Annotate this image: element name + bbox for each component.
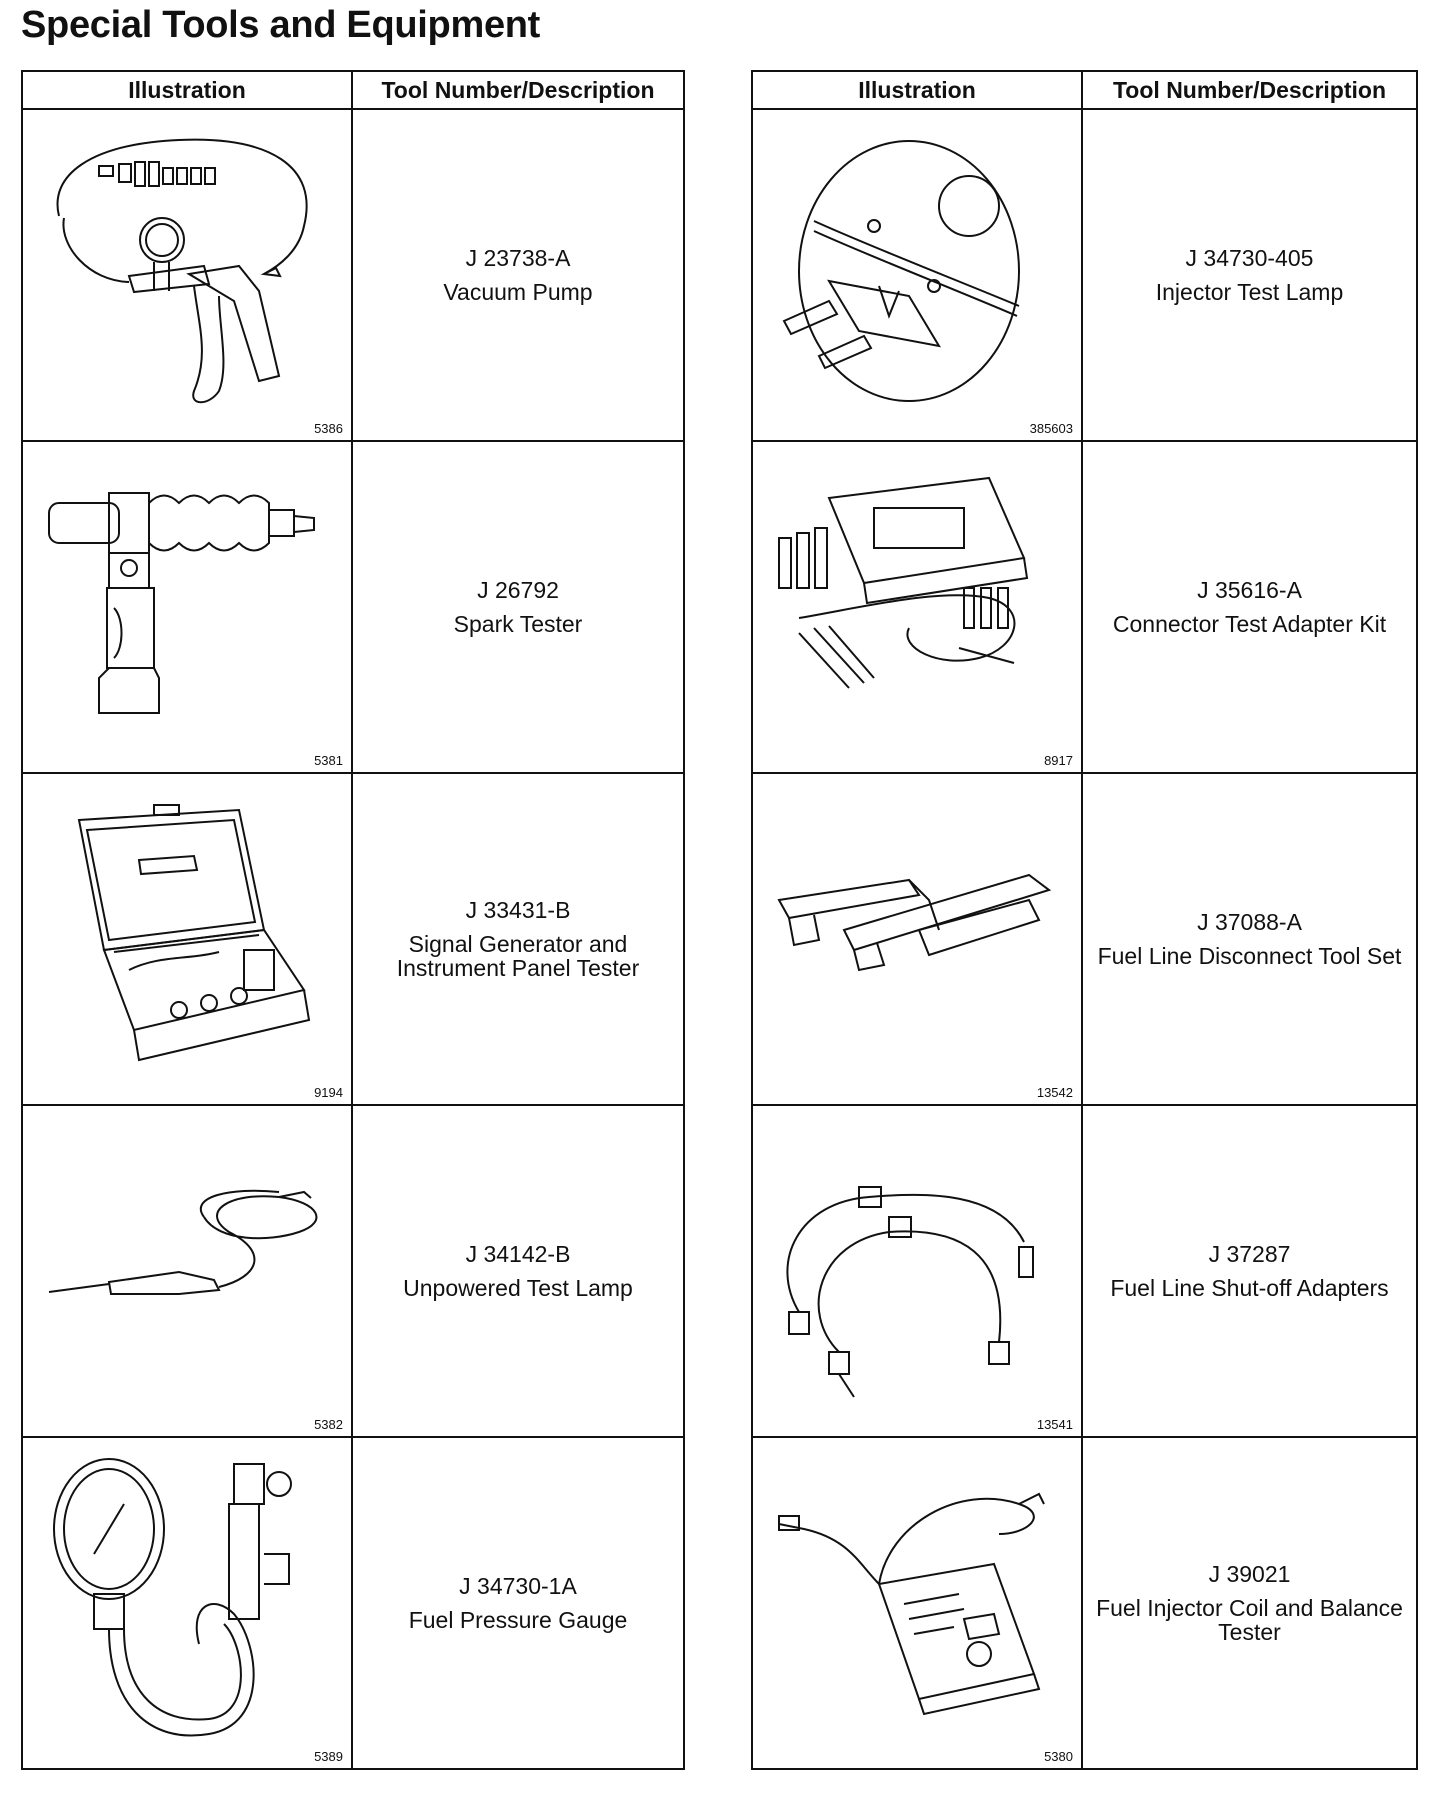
pressure-gauge-icon [29, 1444, 339, 1754]
tool-number: J 34142-B [465, 1241, 571, 1267]
vacuum-pump-icon [29, 116, 339, 426]
tool-number: J 26792 [477, 577, 559, 603]
figure-number: 5382 [314, 1417, 343, 1432]
tool-description-cell: J 34730-1A Fuel Pressure Gauge [351, 1436, 685, 1770]
tool-description-cell: J 39021 Fuel Injector Coil and Balance T… [1081, 1436, 1418, 1770]
table-header-row: Illustration Tool Number/Description [751, 70, 1418, 110]
figure-number: 5380 [1044, 1749, 1073, 1764]
tool-number: J 37088-A [1197, 909, 1302, 935]
shutoff-adapters-icon [759, 1112, 1069, 1422]
illustration-cell: 385603 [751, 108, 1083, 442]
tool-number: J 33431-B [465, 897, 571, 923]
table-row: 13542 J 37088-A Fuel Line Disconnect Too… [751, 772, 1418, 1106]
tool-name: Fuel Injector Coil and Balance Tester [1096, 1595, 1403, 1645]
table-row: 5386 J 23738-A Vacuum Pump [21, 108, 685, 442]
tool-name: Signal Generator and Instrument Panel Te… [396, 931, 640, 981]
tool-name: Spark Tester [453, 611, 583, 637]
coil-balance-tester-icon [759, 1444, 1069, 1754]
illustration-header: Illustration [751, 70, 1083, 110]
page-title: Special Tools and Equipment [21, 4, 541, 46]
table-row: 8917 J 35616-A Connector Test Adapter Ki… [751, 440, 1418, 774]
illustration-header: Illustration [21, 70, 353, 110]
left-tools-table: Illustration Tool Number/Description [21, 70, 685, 1770]
tool-number: J 37287 [1208, 1241, 1291, 1267]
tool-description-cell: J 34142-B Unpowered Test Lamp [351, 1104, 685, 1438]
tool-name: Vacuum Pump [443, 279, 593, 305]
right-tools-table: Illustration Tool Number/Description 385… [751, 70, 1418, 1770]
illustration-cell: 5382 [21, 1104, 353, 1438]
tool-description-cell: J 37088-A Fuel Line Disconnect Tool Set [1081, 772, 1418, 1106]
illustration-cell: 5380 [751, 1436, 1083, 1770]
tool-number: J 34730-405 [1185, 245, 1314, 271]
figure-number: 9194 [314, 1085, 343, 1100]
test-lamp-icon [29, 1112, 339, 1422]
table-row: 5381 J 26792 Spark Tester [21, 440, 685, 774]
tool-number: J 39021 [1208, 1561, 1291, 1587]
figure-number: 8917 [1044, 753, 1073, 768]
tool-name: Unpowered Test Lamp [403, 1275, 633, 1301]
illustration-cell: 13541 [751, 1104, 1083, 1438]
table-row: 5389 J 34730-1A Fuel Pressure Gauge [21, 1436, 685, 1770]
figure-number: 385603 [1029, 421, 1073, 436]
tool-description-cell: J 26792 Spark Tester [351, 440, 685, 774]
illustration-cell: 5389 [21, 1436, 353, 1770]
tool-number: J 34730-1A [459, 1573, 577, 1599]
tool-name: Connector Test Adapter Kit [1112, 611, 1387, 637]
illustration-cell: 13542 [751, 772, 1083, 1106]
tool-number: J 35616-A [1197, 577, 1302, 603]
disconnect-tool-icon [759, 780, 1069, 1090]
tool-description-cell: J 23738-A Vacuum Pump [351, 108, 685, 442]
figure-number: 5381 [314, 753, 343, 768]
tool-name: Fuel Line Disconnect Tool Set [1097, 943, 1402, 969]
tool-description-header: Tool Number/Description [351, 70, 685, 110]
illustration-cell: 8917 [751, 440, 1083, 774]
table-row: 5382 J 34142-B Unpowered Test Lamp [21, 1104, 685, 1438]
figure-number: 5386 [314, 421, 343, 436]
table-row: 9194 J 33431-B Signal Generator and Inst… [21, 772, 685, 1106]
tool-description-cell: J 37287 Fuel Line Shut-off Adapters [1081, 1104, 1418, 1438]
tool-description-cell: J 33431-B Signal Generator and Instrumen… [351, 772, 685, 1106]
table-row: 5380 J 39021 Fuel Injector Coil and Bala… [751, 1436, 1418, 1770]
figure-number: 13542 [1036, 1085, 1073, 1100]
signal-generator-icon [29, 780, 339, 1090]
tool-name: Injector Test Lamp [1155, 279, 1344, 305]
tool-description-header: Tool Number/Description [1081, 70, 1418, 110]
figure-number: 13541 [1036, 1417, 1073, 1432]
tool-name: Fuel Pressure Gauge [408, 1607, 628, 1633]
table-row: 385603 J 34730-405 Injector Test Lamp [751, 108, 1418, 442]
injector-test-lamp-icon [759, 116, 1069, 426]
illustration-cell: 9194 [21, 772, 353, 1106]
illustration-cell: 5386 [21, 108, 353, 442]
tool-description-cell: J 35616-A Connector Test Adapter Kit [1081, 440, 1418, 774]
table-row: 13541 J 37287 Fuel Line Shut-off Adapter… [751, 1104, 1418, 1438]
table-header-row: Illustration Tool Number/Description [21, 70, 685, 110]
illustration-cell: 5381 [21, 440, 353, 774]
adapter-kit-icon [759, 448, 1069, 758]
tool-name: Fuel Line Shut-off Adapters [1110, 1275, 1389, 1301]
tool-description-cell: J 34730-405 Injector Test Lamp [1081, 108, 1418, 442]
tool-number: J 23738-A [465, 245, 571, 271]
figure-number: 5389 [314, 1749, 343, 1764]
spark-tester-icon [29, 448, 339, 758]
